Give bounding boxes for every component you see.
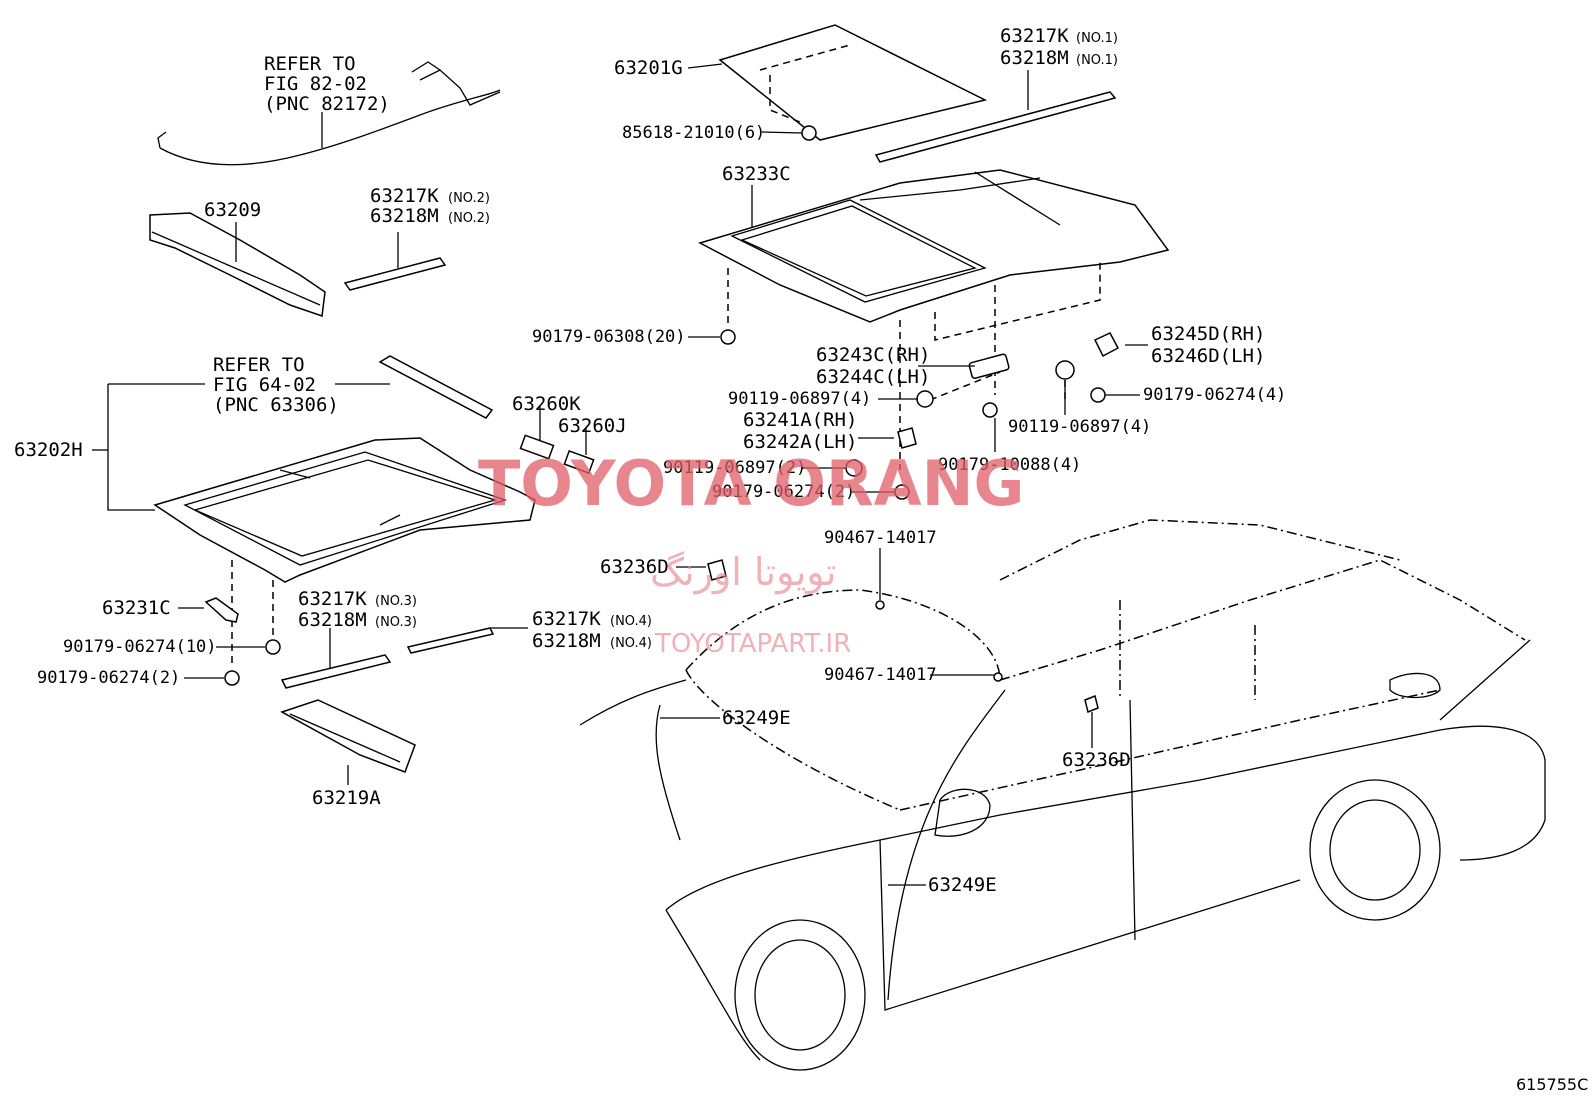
label-90179-06274-2a: 90179-06274(2) [712,482,855,502]
label-63219A: 63219A [312,787,381,809]
note-63218M-no4: (NO.4) [610,636,652,651]
note-63218M-no3: (NO.3) [375,615,417,630]
figure-code: 615755C [1516,1075,1588,1094]
watermark-url: TOYOTAPART.IR [654,629,851,659]
vehicle-outline [579,519,1546,1071]
note-63217K-no4: (NO.4) [610,614,652,629]
label-63209: 63209 [204,199,261,221]
weatherstrip-no2: 63217K (NO.2) 63218M (NO.2) [343,185,490,291]
label-63217K-no4: 63217K [532,608,601,630]
label-63217K-no2: 63217K [370,185,439,207]
label-63217K-no3: 63217K [298,588,367,610]
weatherstrip-no1: 63217K (NO.1) 63218M (NO.1) [874,25,1118,163]
label-63236D-a: 63236D [600,556,669,578]
label-63249E-b: 63249E [928,874,997,896]
label-63249E-a: 63249E [722,707,791,729]
wire-harness [157,61,501,166]
ref-82-line3: (PNC 82172) [264,93,390,115]
note-63217K-no1: (NO.1) [1076,31,1118,46]
note-63218M-no2: (NO.2) [448,211,490,226]
ref-64-line2: FIG 64-02 [213,374,316,396]
label-63245D: 63245D(RH) [1151,323,1265,345]
ref-82-line2: FIG 82-02 [264,73,367,95]
label-63233C: 63233C [722,163,791,185]
drive-parts-63260: 63260K 63260J [512,393,627,474]
vehicle-labels: 63236D 90467-14017 90467-14017 63249E 63… [600,528,1131,1001]
label-63260J: 63260J [558,415,627,437]
label-63242A: 63242A(LH) [743,431,857,453]
label-90179-06274-10: 90179-06274(10) [63,637,217,657]
label-63217K-no1: 63217K [1000,25,1069,47]
label-63202H: 63202H [14,439,83,461]
label-90179-06274-2b: 90179-06274(2) [37,668,180,688]
label-85618: 85618-21010(6) [622,123,765,143]
bracket-group-center: 63241A(RH) 63242A(LH) 90119-06897(2) 901… [663,409,917,502]
part-63209-shape: 63209 [149,199,326,318]
label-63241A: 63241A(RH) [743,409,857,431]
label-90179-10088: 90179-10088(4) [938,455,1081,475]
label-63201G: 63201G [614,57,683,79]
label-90179-06274-4: 90179-06274(4) [1143,385,1286,405]
label-63231C: 63231C [102,597,171,619]
note-63218M-no1: (NO.1) [1076,53,1118,68]
bracket-group-right: 63243C(RH) 63244C(LH) 90119-06897(4) 632… [728,262,1286,475]
glass-panel-63201G: 63201G 85618-21010(6) [614,24,988,143]
note-63217K-no3: (NO.3) [375,594,417,609]
lower-left-parts: 63231C 90179-06274(10) 90179-06274(2) 63… [37,588,652,809]
label-63243C: 63243C(RH) [816,344,930,366]
label-63218M-no1: 63218M [1000,47,1069,69]
label-90467-a: 90467-14017 [824,528,937,548]
sunroof-frame-63202H: 63202H REFER TO FIG 64-02 (PNC 63306) [14,354,536,665]
label-90119-a: 90119-06897(4) [728,389,871,409]
label-63218M-no2: 63218M [370,205,439,227]
label-90119-c: 90119-06897(2) [663,458,806,478]
label-63236D-b: 63236D [1062,749,1131,771]
label-63246D: 63246D(LH) [1151,345,1265,367]
note-63217K-no2: (NO.2) [448,191,490,206]
label-63218M-no3: 63218M [298,609,367,631]
watermark-main: TOYOTA ORANG [478,447,1024,520]
watermark: TOYOTA ORANG تویوتا اورنگ TOYOTAPART.IR [478,447,1024,659]
refer-fig-82-note: REFER TO FIG 82-02 (PNC 82172) [264,53,390,148]
label-90467-b: 90467-14017 [824,665,937,685]
label-63260K: 63260K [512,393,581,415]
watermark-persian: تویوتا اورنگ [650,550,837,595]
ref-82-line1: REFER TO [264,53,356,75]
ref-64-line3: (PNC 63306) [213,394,339,416]
roof-panel-63233C: 63233C 90179-06308(20) [532,163,1170,347]
label-63218M-no4: 63218M [532,630,601,652]
ref-64-line1: REFER TO [213,354,305,376]
label-63244C: 63244C(LH) [816,366,930,388]
label-90179-06308: 90179-06308(20) [532,327,686,347]
label-90119-b: 90119-06897(4) [1008,417,1151,437]
